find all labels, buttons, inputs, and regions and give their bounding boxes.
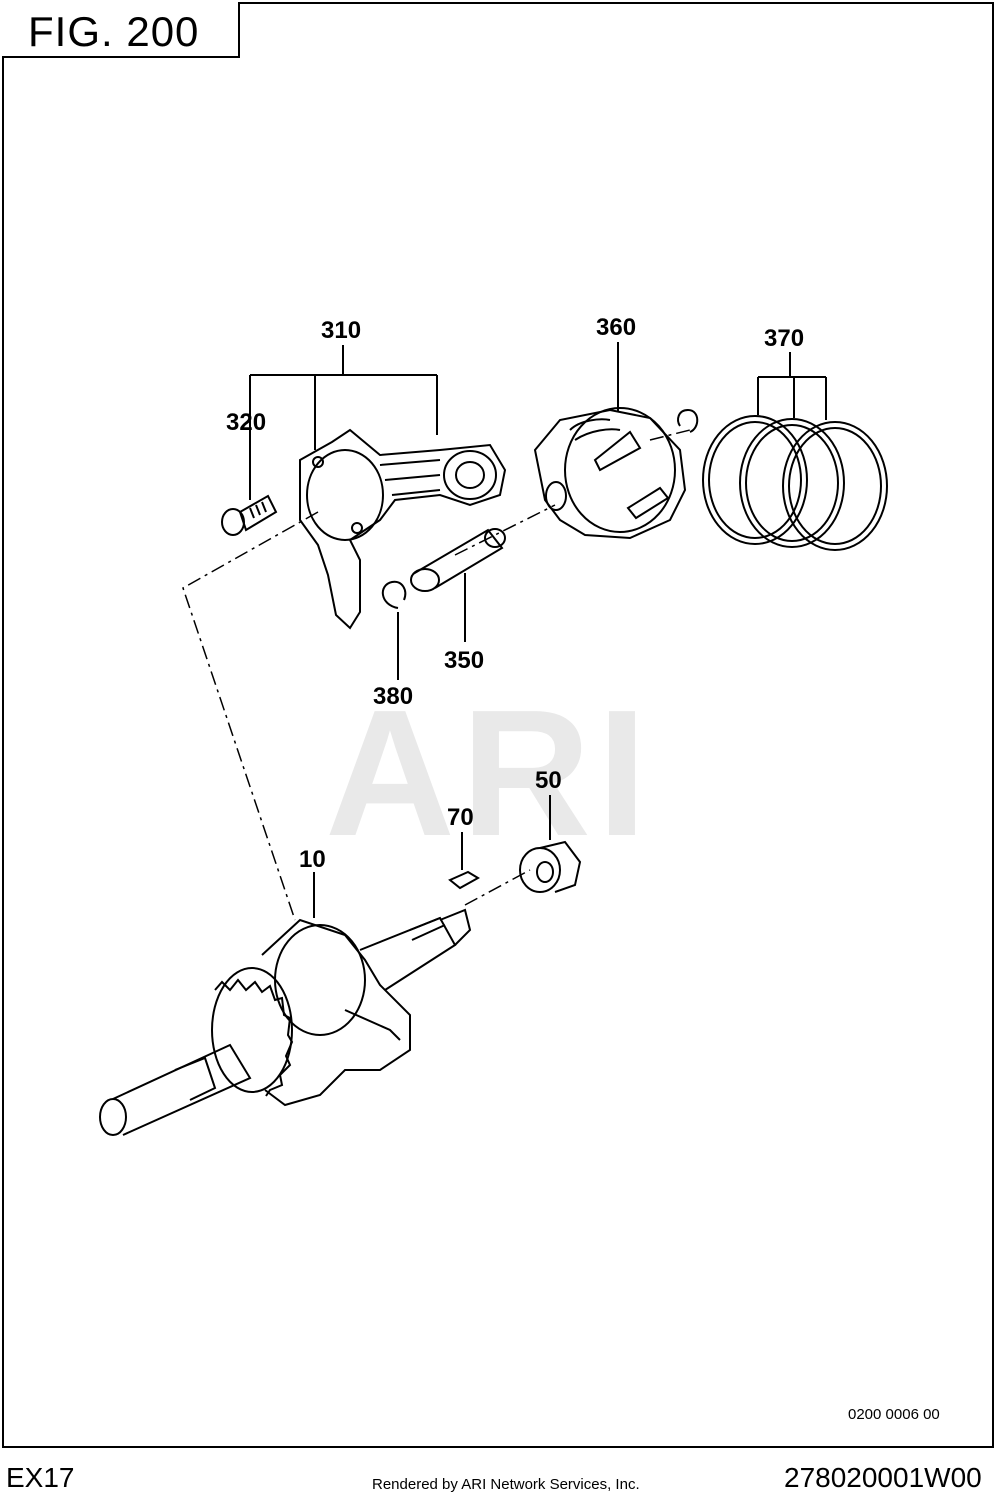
woodruff-key-70 <box>448 870 480 890</box>
assembly-centerlines <box>182 429 691 921</box>
piston-clip <box>677 408 699 433</box>
connecting-rod-310 <box>299 428 507 630</box>
callout-70[interactable]: 70 <box>447 804 474 831</box>
callout-350[interactable]: 350 <box>444 647 485 674</box>
callout-310[interactable]: 310 <box>321 317 362 344</box>
callout-10[interactable]: 10 <box>299 846 326 873</box>
part-number: 278020001W00 <box>784 1462 982 1493</box>
leader-310 <box>249 345 438 500</box>
diagram-frame <box>2 2 994 1448</box>
callout-360[interactable]: 360 <box>596 314 637 341</box>
rendered-by-credit: Rendered by ARI Network Services, Inc. <box>372 1476 640 1493</box>
piston-pin-350 <box>410 528 506 592</box>
flange-nut-50 <box>519 840 582 893</box>
piston-360 <box>533 407 687 540</box>
callout-50[interactable]: 50 <box>535 767 562 794</box>
ari-watermark: ARI <box>325 673 653 874</box>
piston-rings-370 <box>702 415 888 551</box>
model-number: EX17 <box>6 1462 75 1493</box>
snap-ring-380 <box>382 580 407 609</box>
callout-380[interactable]: 380 <box>373 683 414 710</box>
callout-370[interactable]: 370 <box>764 325 805 352</box>
diagram-code: 0200 0006 00 <box>848 1406 940 1423</box>
figure-title: FIG. 200 <box>28 8 200 55</box>
callout-320[interactable]: 320 <box>226 409 267 436</box>
leader-370 <box>757 352 827 420</box>
crankshaft-10 <box>99 908 472 1136</box>
connecting-rod-bolt-320 <box>221 494 278 536</box>
figure-label-box: FIG. 200 <box>2 2 240 58</box>
